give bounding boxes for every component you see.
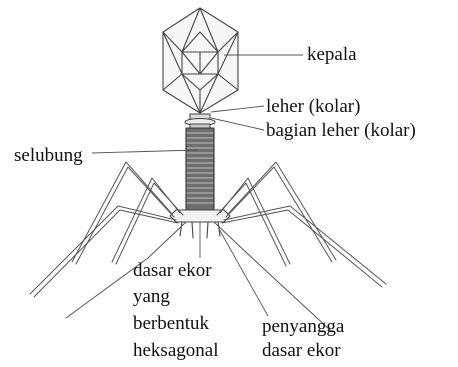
label-base-plate-line4: heksagonal	[133, 340, 218, 362]
label-base-plate-line1: dasar ekor	[133, 260, 212, 282]
label-base-plate-line2: yang	[133, 286, 170, 308]
label-tail-pins-line2: dasar ekor	[262, 340, 341, 362]
collar	[185, 114, 215, 128]
label-tail-pins-line1: penyangga	[262, 316, 344, 338]
label-collar: leher (kolar)	[266, 96, 360, 118]
tail-sheath	[186, 128, 214, 210]
label-base-plate-line3: berbentuk	[133, 313, 209, 335]
label-sheath: selubung	[14, 145, 83, 167]
head-capsid	[163, 8, 238, 113]
label-head: kepala	[307, 44, 357, 66]
label-collar-part: bagian leher (kolar)	[266, 120, 416, 142]
